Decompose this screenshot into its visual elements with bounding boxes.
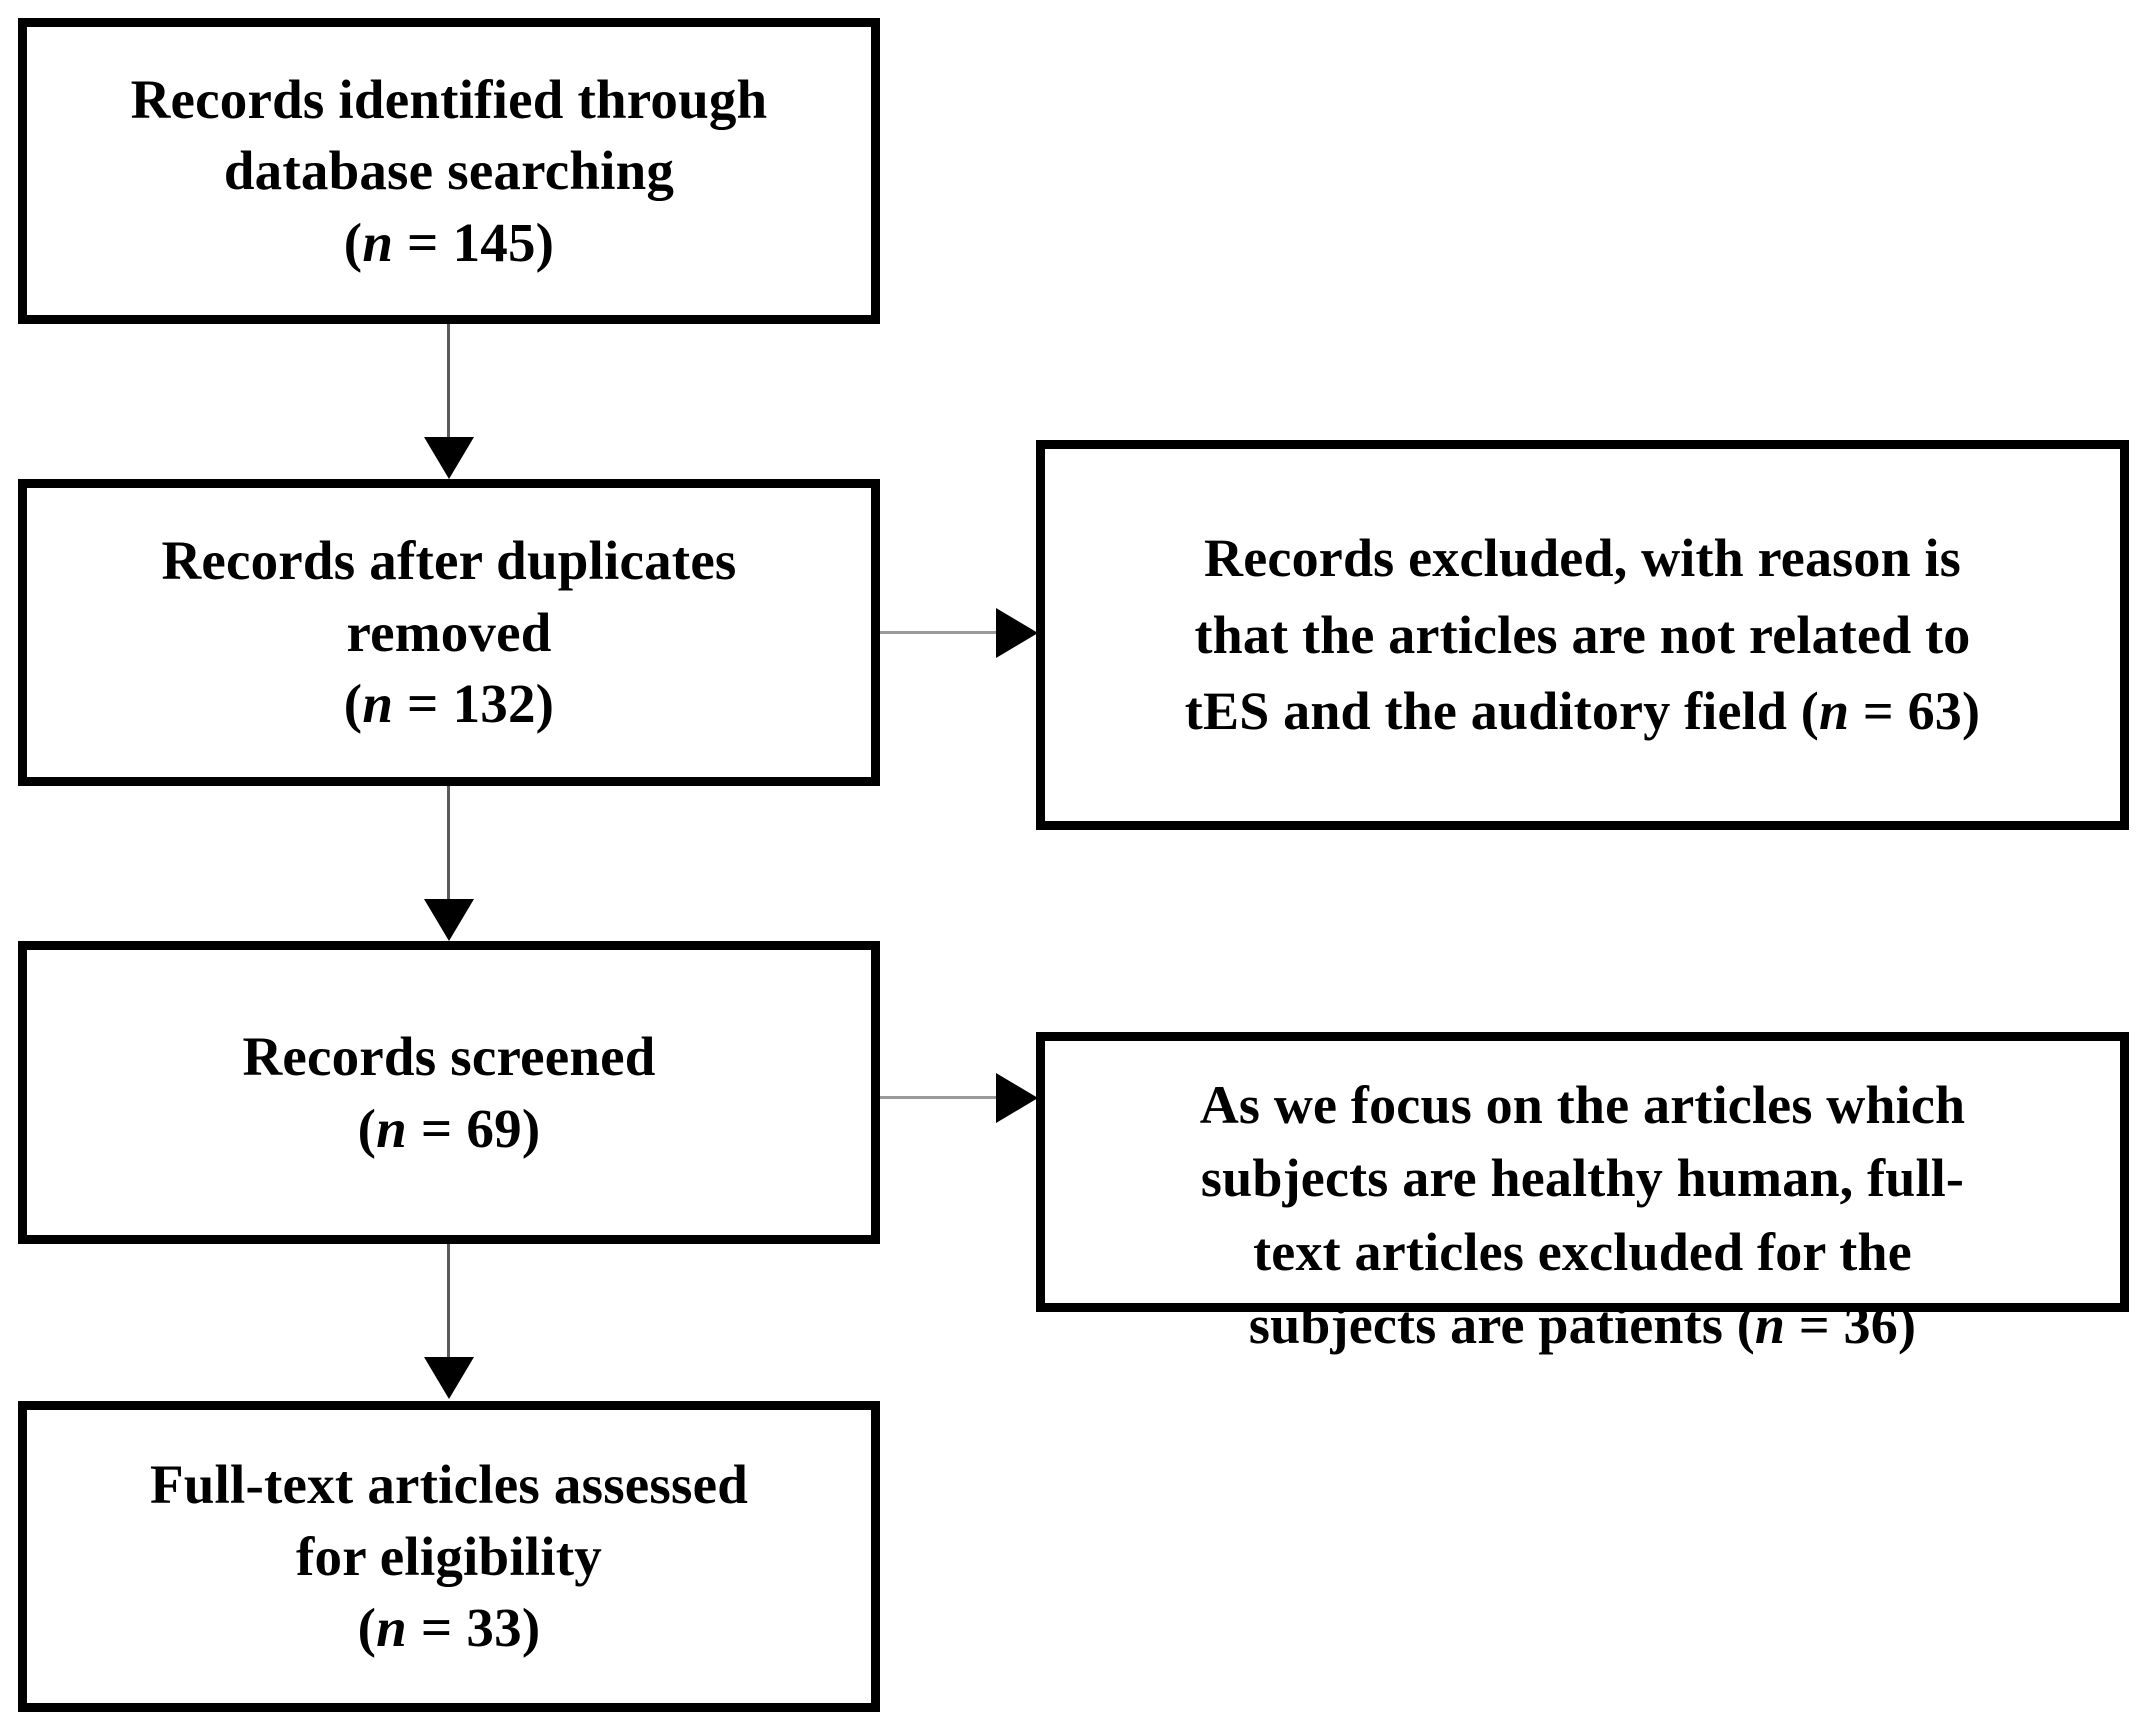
node-line: subjects are patients	[1248, 1295, 1724, 1356]
node-full-text-articles-assessed: Full-text articles assessed for eligibil…	[18, 1401, 880, 1712]
node-count: (n = 69)	[357, 1097, 541, 1159]
arrowhead-down-icon	[424, 1357, 474, 1399]
node-line: for eligibility	[296, 1525, 602, 1587]
count-value: 33	[466, 1597, 522, 1659]
node-line: Records screened	[242, 1026, 656, 1087]
arrowhead-right-icon	[996, 1073, 1038, 1123]
node-records-identified: Records identified through database sear…	[18, 18, 880, 324]
node-line: Full-text articles assessed	[149, 1454, 749, 1516]
count-variable: n	[376, 1597, 407, 1659]
connector-line	[447, 1244, 450, 1362]
node-records-excluded-not-related: Records excluded, with reason is that th…	[1036, 440, 2129, 830]
node-records-screened-text: Records screened (n = 69)	[242, 1021, 655, 1164]
node-count: (n = 36)	[1723, 1295, 1917, 1356]
count-variable: n	[362, 673, 394, 735]
node-line: As we focus on the articles which	[1199, 1075, 1966, 1135]
node-line: Records identified through	[130, 68, 768, 130]
node-line: Records excluded, with reason is	[1204, 527, 1961, 588]
count-value: 36	[1843, 1295, 1898, 1356]
connector-line	[880, 1096, 1006, 1099]
node-count: (n = 145)	[343, 211, 555, 273]
node-line: Records after duplicates	[161, 530, 737, 592]
count-value: 132	[452, 673, 536, 735]
node-line: tES and the auditory field	[1184, 681, 1788, 742]
node-records-after-duplicates-removed-text: Records after duplicates removed (n = 13…	[161, 525, 736, 740]
node-line: text articles excluded for the	[1253, 1221, 1912, 1282]
node-records-excluded-not-related-text: Records excluded, with reason is that th…	[1159, 520, 2006, 750]
count-variable: n	[362, 211, 394, 273]
node-line: removed	[346, 601, 552, 663]
count-value: 69	[466, 1097, 522, 1159]
node-line: database searching	[223, 140, 675, 202]
node-line: that the articles are not related to	[1194, 604, 1971, 665]
node-count: (n = 63)	[1787, 681, 1981, 742]
count-value: 145	[452, 211, 536, 273]
arrowhead-down-icon	[424, 899, 474, 941]
count-variable: n	[1754, 1295, 1786, 1356]
node-records-excluded-patients: As we focus on the articles which subjec…	[1036, 1032, 2129, 1355]
count-variable: n	[376, 1097, 407, 1159]
node-count: (n = 132)	[343, 673, 555, 735]
count-variable: n	[1818, 681, 1850, 742]
arrowhead-down-icon	[424, 437, 474, 479]
node-records-screened: Records screened (n = 69)	[18, 941, 880, 1244]
node-line: subjects are healthy human, full-	[1200, 1148, 1965, 1209]
node-records-identified-text: Records identified through database sear…	[131, 64, 768, 279]
node-count: (n = 33)	[357, 1597, 541, 1659]
connector-line	[447, 786, 450, 904]
node-records-after-duplicates-removed: Records after duplicates removed (n = 13…	[18, 479, 880, 786]
connector-line	[447, 324, 450, 442]
node-records-excluded-patients-text: As we focus on the articles which subjec…	[1170, 1069, 1996, 1363]
count-value: 63	[1907, 681, 1962, 742]
node-full-text-articles-assessed-text: Full-text articles assessed for eligibil…	[150, 1449, 748, 1664]
connector-line	[880, 631, 1006, 634]
arrowhead-right-icon	[996, 608, 1038, 658]
